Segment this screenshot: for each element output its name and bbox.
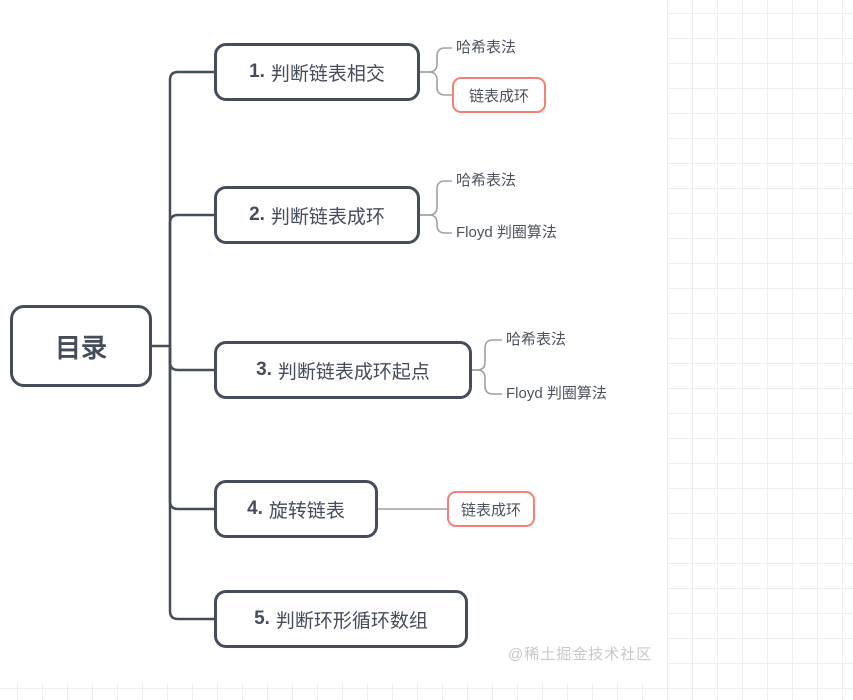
branch-label: 判断链表成环 — [270, 206, 385, 228]
branch-node-3[interactable]: 3. 判断链表成环起点 — [214, 341, 472, 399]
branch-number: 3. — [256, 359, 272, 380]
branch-node-2[interactable]: 2. 判断链表成环 — [214, 186, 420, 244]
child-node-floyd-algorithm-2[interactable]: Floyd 判圈算法 — [456, 224, 557, 241]
child-node-floyd-algorithm-3[interactable]: Floyd 判圈算法 — [506, 385, 607, 402]
child-node-linked-list-cycle-1[interactable]: 链表成环 — [452, 77, 546, 113]
child-node-label: 链表成环 — [460, 501, 521, 519]
branch-label: 判断环形循环数组 — [275, 610, 428, 632]
branch-node-1[interactable]: 1. 判断链表相交 — [214, 43, 420, 101]
child-node-hash-method-2[interactable]: 哈希表法 — [456, 172, 517, 189]
child-node-hash-method-3[interactable]: 哈希表法 — [506, 331, 567, 348]
branch-node-5[interactable]: 5. 判断环形循环数组 — [214, 590, 468, 648]
branch-number: 2. — [249, 204, 265, 225]
branch-number: 5. — [254, 608, 270, 629]
branch-label: 旋转链表 — [268, 500, 345, 522]
branch-number: 4. — [247, 498, 263, 519]
child-node-label: 链表成环 — [468, 87, 529, 105]
child-node-linked-list-cycle-4[interactable]: 链表成环 — [447, 491, 535, 527]
root-node-label: 目录 — [54, 332, 107, 363]
branch-label: 判断链表相交 — [270, 63, 385, 85]
root-node[interactable]: 目录 — [10, 305, 152, 387]
branch-node-4[interactable]: 4. 旋转链表 — [214, 480, 378, 538]
branch-label: 判断链表成环起点 — [277, 361, 430, 383]
child-node-hash-method-1[interactable]: 哈希表法 — [456, 39, 517, 56]
community-watermark: @稀土掘金技术社区 — [508, 646, 653, 663]
branch-number: 1. — [249, 61, 265, 82]
